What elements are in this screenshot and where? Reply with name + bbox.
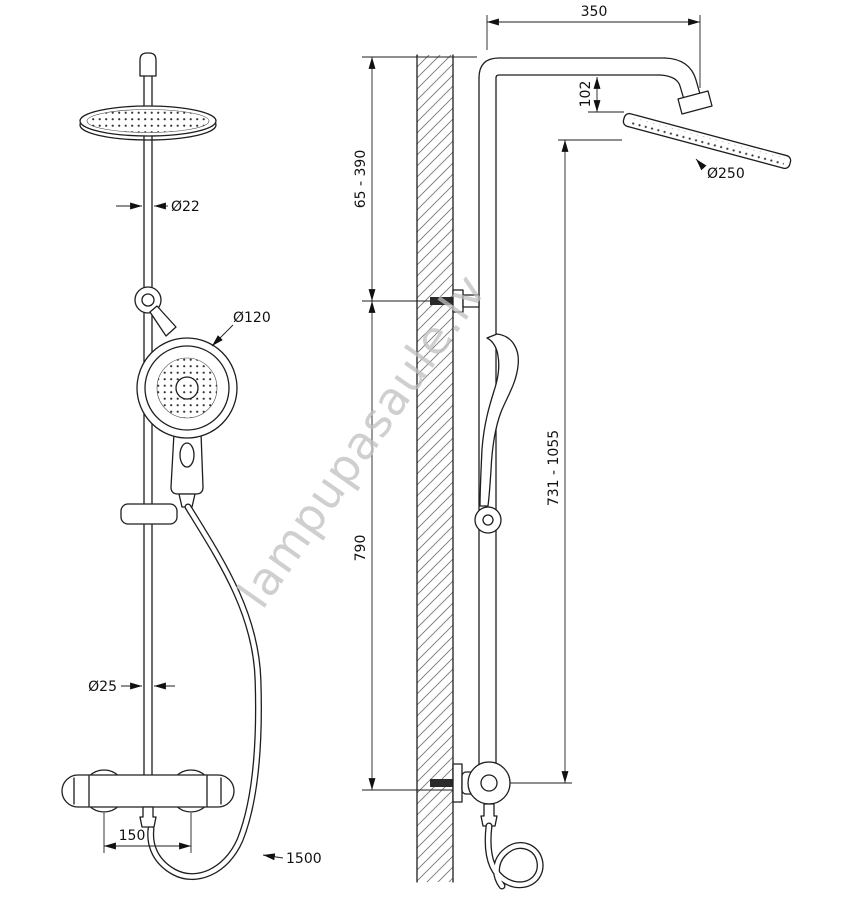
dim-label-valve-spacing: 150 <box>119 828 146 844</box>
wall-bracket-side <box>430 289 480 313</box>
mixer-valve-side <box>430 761 511 827</box>
top-fitting-front <box>139 52 157 77</box>
front-view: Ø22 Ø120 Ø25 <box>61 52 322 880</box>
dim-label-handshower-diameter: Ø120 <box>233 310 271 326</box>
wall-anchor <box>430 779 453 787</box>
dim-label-pipe-diameter: Ø22 <box>171 199 200 215</box>
head-connector-side <box>677 90 713 115</box>
hand-shower-front <box>136 337 238 508</box>
dimension-top-reach: 350 <box>486 4 701 88</box>
wall-anchor <box>430 297 453 305</box>
hose-outlet-side <box>480 803 498 827</box>
dim-label-bracket-range: 65 - 390 <box>353 150 369 209</box>
slider-knob-side <box>474 506 502 534</box>
dim-label-column-range: 731 - 1055 <box>546 430 562 506</box>
side-view: 350 102 Ø250 65 - 390 <box>353 4 792 890</box>
top-arm-side <box>478 57 713 115</box>
dim-label-column-diameter: Ø25 <box>88 679 117 695</box>
dimension-hose-length: 1500 <box>262 851 322 867</box>
dim-label-top-reach: 350 <box>581 4 608 20</box>
dim-label-head-diameter: Ø250 <box>707 166 745 182</box>
hand-shower-button <box>179 442 195 468</box>
slider-bracket-front <box>120 503 178 525</box>
wall-section <box>416 54 454 883</box>
dimension-lower-height: 790 <box>353 301 455 791</box>
handshower-holder-front <box>134 286 177 337</box>
slider-knob-detail <box>482 514 494 526</box>
dim-label-lower-height: 790 <box>353 535 369 562</box>
dimension-pipe-diameter: Ø22 <box>116 199 200 215</box>
dimension-valve-spacing: 150 <box>103 813 192 853</box>
overhead-shower-front <box>79 105 217 141</box>
hand-shower-side <box>479 333 519 507</box>
dimension-head-drop: 102 <box>578 77 624 113</box>
wall-hatch <box>417 55 453 882</box>
dimension-handshower-diameter: Ø120 <box>211 310 271 347</box>
overhead-shower-side <box>622 112 792 170</box>
dim-label-head-drop: 102 <box>578 81 594 108</box>
dimension-head-diameter: Ø250 <box>695 158 745 182</box>
dimension-column-range: 731 - 1055 <box>502 139 622 784</box>
mixer-valve-front <box>61 769 235 828</box>
dimension-column-diameter: Ø25 <box>88 679 175 695</box>
shower-hose-side <box>484 822 544 890</box>
shower-hose-front <box>147 503 262 880</box>
dim-label-hose-length: 1500 <box>286 851 322 867</box>
hose-outlet-front <box>139 806 157 828</box>
dimension-bracket-range: 65 - 390 <box>353 56 477 302</box>
